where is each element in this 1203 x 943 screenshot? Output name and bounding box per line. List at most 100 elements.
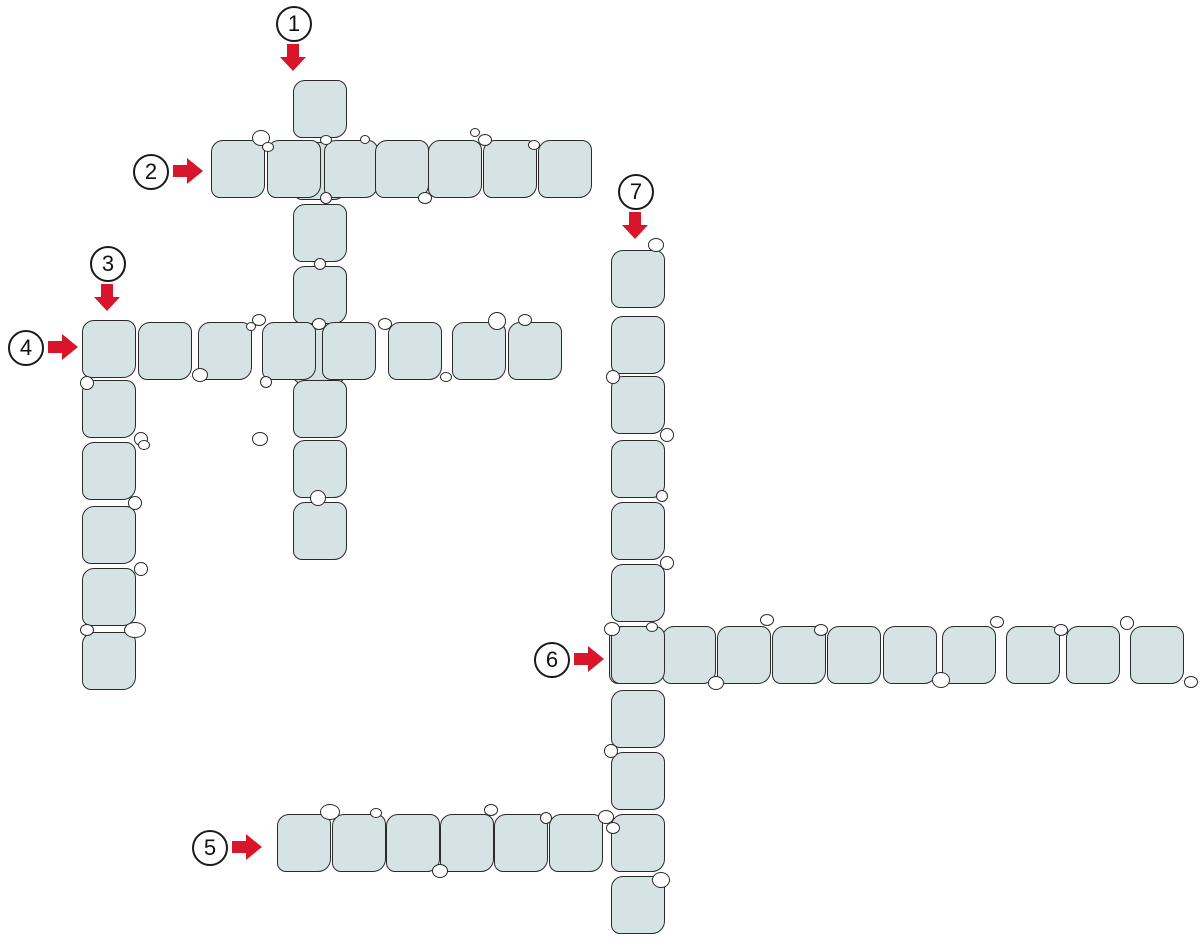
grid-cell-5-across-5[interactable]	[494, 814, 548, 872]
grid-cell-5-across-2[interactable]	[332, 814, 386, 872]
pebble-icon	[128, 496, 142, 510]
grid-cell-2-across-3[interactable]	[324, 140, 378, 198]
pebble-icon	[252, 432, 268, 446]
pebble-icon	[488, 312, 506, 330]
grid-cell-4-across-4[interactable]	[262, 322, 316, 380]
grid-cell-3-down-6[interactable]	[82, 632, 136, 690]
grid-cell-7-down-10[interactable]	[611, 814, 665, 872]
cell-letter	[83, 443, 135, 499]
pebble-icon	[124, 622, 146, 638]
pebble-icon	[134, 562, 148, 576]
pebble-icon	[646, 622, 658, 632]
grid-cell-3-down-5[interactable]	[82, 568, 136, 626]
grid-cell-7-down-2[interactable]	[611, 316, 665, 374]
cell-letter	[429, 141, 481, 197]
grid-cell-1-down-6[interactable]	[293, 380, 347, 438]
down-arrow-icon	[92, 282, 122, 312]
right-arrow-icon	[572, 644, 606, 674]
pebble-icon	[314, 258, 326, 270]
pebble-icon	[708, 676, 724, 690]
pebble-icon	[320, 192, 332, 204]
cell-letter	[389, 323, 441, 379]
pebble-icon	[648, 238, 664, 252]
grid-cell-4-across-7[interactable]	[452, 322, 506, 380]
cell-letter	[323, 323, 375, 379]
pebble-icon	[80, 376, 94, 390]
pebble-icon	[932, 672, 950, 688]
grid-cell-6-across-8[interactable]	[1006, 626, 1060, 684]
cell-letter	[268, 141, 320, 197]
cell-letter	[294, 381, 346, 437]
grid-cell-6-across-10[interactable]	[1130, 626, 1184, 684]
grid-cell-7-down-6[interactable]	[611, 564, 665, 622]
cell-letter	[294, 205, 346, 261]
grid-cell-6-across-2[interactable]	[662, 626, 716, 684]
grid-cell-6-across-5[interactable]	[827, 626, 881, 684]
grid-cell-4-across-6[interactable]	[388, 322, 442, 380]
pebble-icon	[312, 318, 326, 330]
pebble-icon	[660, 556, 674, 570]
grid-cell-5-across-1[interactable]	[277, 814, 331, 872]
pebble-icon	[478, 134, 492, 146]
clue-number-1: 1	[276, 6, 312, 42]
grid-cell-7-down-8[interactable]	[611, 690, 665, 748]
cell-letter	[612, 251, 664, 307]
pebble-icon	[652, 872, 670, 888]
grid-cell-7-down-4[interactable]	[611, 440, 665, 498]
grid-cell-7-down-9[interactable]	[611, 752, 665, 810]
grid-cell-2-across-2[interactable]	[267, 140, 321, 198]
clue-number-3: 3	[90, 246, 126, 282]
cell-letter	[294, 503, 346, 559]
pebble-icon	[660, 428, 674, 442]
grid-cell-3-down-1[interactable]	[82, 320, 136, 378]
grid-cell-2-across-4[interactable]	[375, 140, 429, 198]
grid-cell-3-down-3[interactable]	[82, 442, 136, 500]
pebble-icon	[540, 812, 552, 824]
grid-cell-7-down-5[interactable]	[611, 502, 665, 560]
grid-cell-6-across-6[interactable]	[883, 626, 937, 684]
cell-letter	[453, 323, 505, 379]
cell-letter	[139, 323, 191, 379]
grid-cell-1-down-8[interactable]	[293, 502, 347, 560]
grid-cell-7-down-3[interactable]	[611, 376, 665, 434]
grid-cell-6-across-9[interactable]	[1066, 626, 1120, 684]
pebble-icon	[484, 804, 498, 816]
grid-cell-2-across-7[interactable]	[538, 140, 592, 198]
grid-cell-6-across-3[interactable]	[717, 626, 771, 684]
clue-number-7: 7	[618, 174, 654, 210]
grid-cell-4-across-5[interactable]	[322, 322, 376, 380]
cell-letter	[212, 141, 264, 197]
grid-cell-2-across-1[interactable]	[211, 140, 265, 198]
cell-letter	[495, 815, 547, 871]
cell-letter	[83, 569, 135, 625]
cell-letter	[1067, 627, 1119, 683]
cell-letter	[441, 815, 493, 871]
grid-cell-2-across-5[interactable]	[428, 140, 482, 198]
cell-letter	[612, 503, 664, 559]
pebble-icon	[606, 822, 620, 834]
pebble-icon	[192, 368, 208, 382]
clue-marker-1: 1	[274, 6, 310, 76]
clue-marker-4: 4	[8, 330, 84, 366]
cell-letter	[612, 627, 664, 683]
pebble-icon	[760, 614, 774, 626]
grid-cell-1-down-4[interactable]	[293, 266, 347, 324]
pebble-icon	[370, 808, 382, 818]
grid-cell-3-down-4[interactable]	[82, 506, 136, 564]
clue-marker-6: 6	[534, 642, 610, 678]
clue-number-6: 6	[534, 642, 570, 678]
cell-letter	[83, 633, 135, 689]
right-arrow-icon	[230, 832, 264, 862]
pebble-icon	[260, 376, 272, 388]
grid-cell-5-across-4[interactable]	[440, 814, 494, 872]
grid-cell-6-across-7[interactable]	[942, 626, 996, 684]
grid-cell-1-down-3[interactable]	[293, 204, 347, 262]
grid-cell-2-across-6[interactable]	[483, 140, 537, 198]
grid-cell-7-down-1[interactable]	[611, 250, 665, 308]
grid-cell-4-across-2[interactable]	[138, 322, 192, 380]
grid-cell-5-across-6[interactable]	[549, 814, 603, 872]
grid-cell-7-down-7[interactable]	[611, 626, 665, 684]
grid-cell-5-across-3[interactable]	[386, 814, 440, 872]
grid-cell-4-across-8[interactable]	[508, 322, 562, 380]
grid-cell-1-down-1[interactable]	[293, 80, 347, 138]
